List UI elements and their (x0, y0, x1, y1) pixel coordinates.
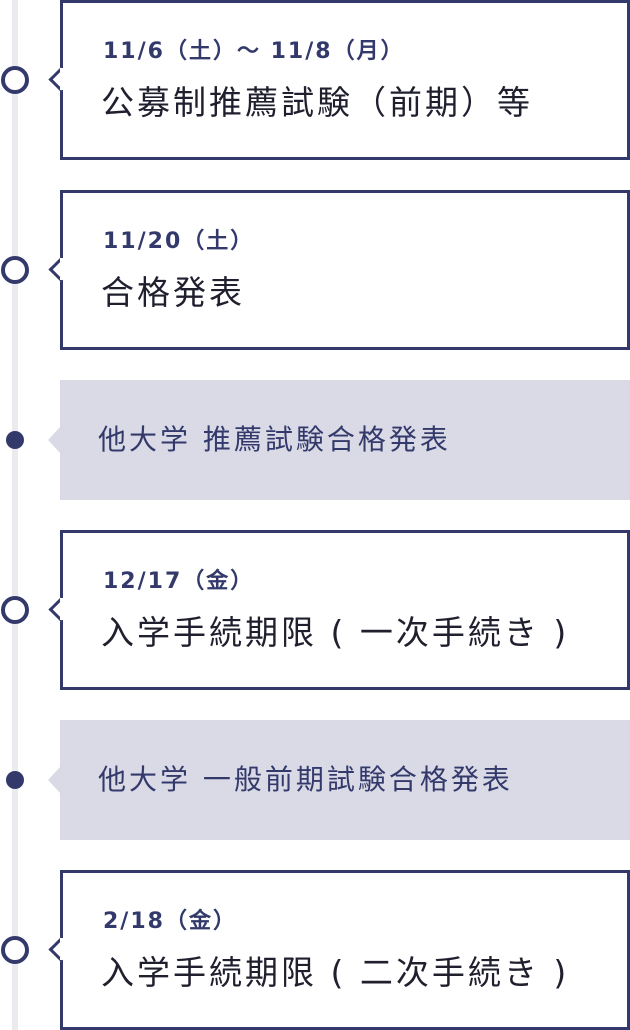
event-card: 11/20（土） 合格発表 (60, 190, 630, 350)
event-title: 入学手続期限 ( 一次手続き ) (101, 613, 570, 652)
event-card: 2/18（金） 入学手続期限 ( 二次手続き ) (60, 870, 630, 1030)
timeline-item-event: 12/17（金） 入学手続期限 ( 一次手続き ) (0, 530, 630, 690)
event-title: 公募制推薦試験（前期）等 (101, 83, 533, 122)
info-text: 他大学 推薦試験合格発表 (98, 423, 451, 456)
timeline-item-event: 11/20（土） 合格発表 (0, 190, 630, 350)
timeline-item-info: 他大学 推薦試験合格発表 (0, 380, 630, 500)
timeline-node-ring-icon (1, 66, 29, 94)
event-title: 合格発表 (101, 273, 245, 312)
timeline-node-dot-icon (6, 431, 24, 449)
timeline-item-event: 2/18（金） 入学手続期限 ( 二次手続き ) (0, 870, 630, 1030)
info-text: 他大学 一般前期試験合格発表 (98, 763, 513, 796)
timeline-line (12, 0, 18, 1030)
timeline-item-info: 他大学 一般前期試験合格発表 (0, 720, 630, 840)
event-date: 12/17（金） (103, 569, 255, 594)
event-card: 12/17（金） 入学手続期限 ( 一次手続き ) (60, 530, 630, 690)
timeline-item-event: 11/6（土）～ 11/8（月） 公募制推薦試験（前期）等 (0, 0, 630, 160)
timeline-node-ring-icon (1, 596, 29, 624)
event-date: 11/20（土） (103, 229, 255, 254)
timeline-node-dot-icon (6, 771, 24, 789)
event-title: 入学手続期限 ( 二次手続き ) (101, 953, 570, 992)
info-card: 他大学 推薦試験合格発表 (48, 380, 630, 500)
timeline-node-ring-icon (1, 936, 29, 964)
info-card: 他大学 一般前期試験合格発表 (48, 720, 630, 840)
event-date: 11/6（土）～ 11/8（月） (103, 39, 405, 64)
timeline-node-ring-icon (1, 256, 29, 284)
event-date: 2/18（金） (103, 909, 237, 934)
event-card: 11/6（土）～ 11/8（月） 公募制推薦試験（前期）等 (60, 0, 630, 160)
